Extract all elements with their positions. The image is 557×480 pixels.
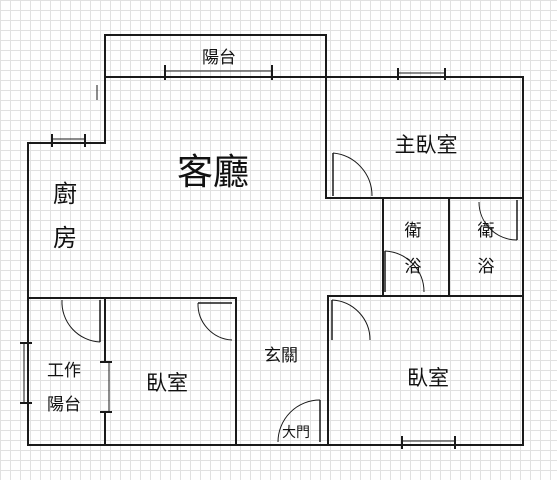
bath1-label-1: 衛: [405, 221, 422, 241]
kitchen-label-2: 房: [53, 224, 77, 252]
walls: [27, 34, 524, 446]
windows: [20, 65, 456, 449]
balcony-wall: [104, 34, 327, 78]
living-room-label: 客廳: [177, 152, 249, 193]
bedroom-left-label: 臥室: [146, 371, 188, 395]
balcony-label: 陽台: [202, 48, 236, 68]
bath2-label-1: 衛: [478, 221, 495, 241]
room-labels: 陽台 客廳 主臥室 廚 房 衛 浴 衛 浴 工作 陽台 臥室 玄關 大門 臥室: [47, 48, 495, 441]
utility-balcony-label-2: 陽台: [47, 395, 81, 415]
doors: [61, 152, 518, 443]
main-door-label: 大門: [282, 425, 310, 441]
bath1-label-2: 浴: [405, 257, 422, 277]
utility-balcony-label-1: 工作: [47, 361, 81, 381]
master-bedroom-label: 主臥室: [395, 133, 458, 157]
bath2-label-2: 浴: [478, 257, 495, 277]
foyer-label: 玄關: [264, 346, 298, 366]
bedroom-right-label: 臥室: [407, 366, 449, 390]
kitchen-label-1: 廚: [53, 180, 77, 208]
